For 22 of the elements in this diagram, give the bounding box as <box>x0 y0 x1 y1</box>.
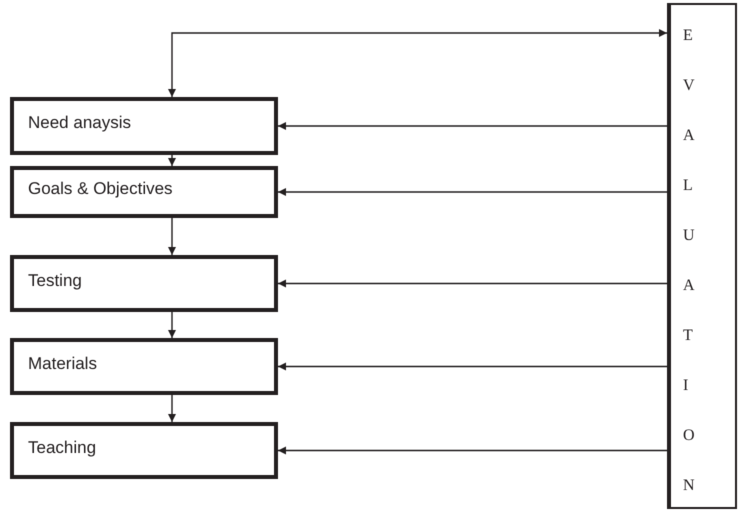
box-label: Testing <box>28 270 82 290</box>
arrow <box>168 29 667 97</box>
arrow <box>278 122 667 130</box>
process-box <box>10 255 278 312</box>
box-label: Goals & Objectives <box>28 179 173 199</box>
process-box <box>10 97 278 155</box>
arrow <box>168 395 176 422</box>
box-label: Materials <box>28 354 97 374</box>
box-label: Teaching <box>28 438 96 458</box>
arrow <box>168 218 176 255</box>
arrow <box>168 312 176 338</box>
arrow <box>278 446 667 454</box>
arrow <box>278 362 667 370</box>
evaluation-box <box>667 3 737 509</box>
arrow <box>168 155 176 166</box>
process-box <box>10 422 278 479</box>
process-box <box>10 338 278 395</box>
box-label: Need anaysis <box>28 113 132 133</box>
process-box <box>10 166 278 218</box>
arrow <box>278 188 667 196</box>
vertical-label: EVALUATION <box>683 26 696 496</box>
arrow <box>278 280 667 288</box>
